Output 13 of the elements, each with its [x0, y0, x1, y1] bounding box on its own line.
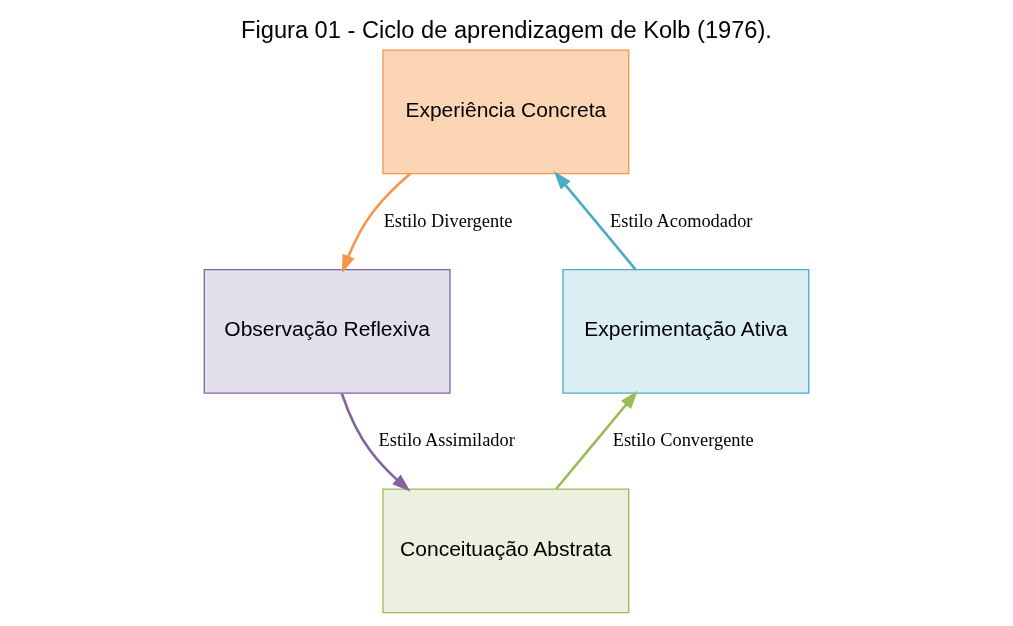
node-box: Observação Reflexiva [203, 268, 451, 394]
node-box: Experiência Concreta [382, 49, 630, 175]
arrow [340, 392, 411, 492]
arrow [553, 171, 637, 271]
edge-label: Estilo Convergente [612, 429, 754, 450]
arrow [555, 390, 638, 490]
node-box: Experimentação Ativa [562, 268, 810, 394]
node-box: Conceituação Abstrata [382, 488, 630, 614]
diagram-title: Figura 01 - Ciclo de aprendizagem de Kolb (1976). [241, 16, 772, 43]
edge-label: Estilo Divergente [383, 210, 513, 231]
edge-label: Estilo Acomodador [610, 210, 753, 231]
arrow [341, 172, 412, 274]
edge-label: Estilo Assimilador [378, 429, 515, 450]
